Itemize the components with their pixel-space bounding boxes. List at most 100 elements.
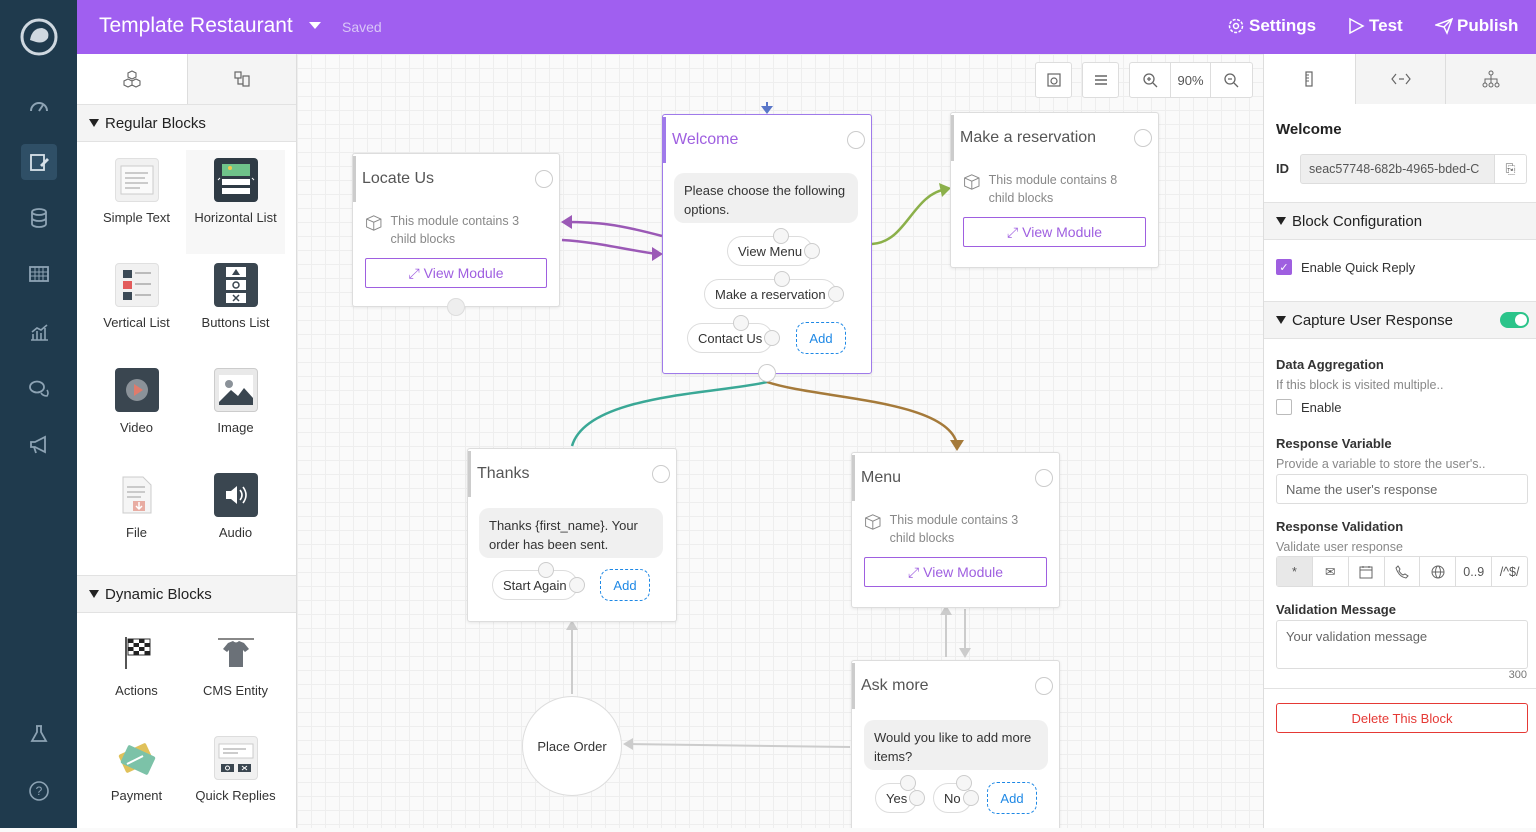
block-video[interactable]: Video bbox=[87, 360, 186, 464]
block-horizontal-list[interactable]: Horizontal List bbox=[186, 150, 285, 254]
copy-icon[interactable]: ⎘ bbox=[1494, 155, 1526, 183]
capture-response-header[interactable]: Capture User Response bbox=[1264, 301, 1536, 339]
view-module-button[interactable]: ⤢View Module bbox=[864, 557, 1047, 587]
trash-icon[interactable] bbox=[538, 562, 554, 578]
save-status: Saved bbox=[342, 19, 382, 35]
publish-button[interactable]: Publish bbox=[1435, 16, 1518, 36]
quick-reply-make-reservation[interactable]: Make a reservation bbox=[704, 271, 844, 309]
validation-regex[interactable]: /^$/ bbox=[1491, 557, 1527, 586]
validation-message-textarea[interactable]: Your validation message bbox=[1276, 620, 1528, 669]
check-circle-icon[interactable] bbox=[1134, 129, 1152, 147]
block-card-make-reservation[interactable]: Make a reservation This module contains … bbox=[950, 112, 1159, 268]
grid-icon[interactable] bbox=[25, 260, 53, 288]
connector-handle[interactable] bbox=[447, 298, 465, 316]
trash-icon[interactable] bbox=[899, 775, 916, 791]
database-icon[interactable] bbox=[25, 204, 53, 232]
message-bubble[interactable]: Would you like to add more items? bbox=[864, 720, 1048, 770]
card-title: Ask more bbox=[861, 677, 929, 694]
arrow-right-icon[interactable] bbox=[962, 790, 979, 806]
add-quick-reply-button[interactable]: Add bbox=[987, 782, 1037, 814]
arrow-right-icon[interactable] bbox=[764, 330, 781, 346]
block-card-locate-us[interactable]: Locate Us This module contains 3 child b… bbox=[352, 153, 560, 307]
block-payment[interactable]: Payment bbox=[87, 728, 186, 832]
tab-blocks[interactable] bbox=[77, 54, 187, 104]
view-module-button[interactable]: ⤢View Module bbox=[963, 217, 1146, 247]
trash-icon[interactable] bbox=[733, 315, 749, 331]
project-title[interactable]: Template Restaurant bbox=[99, 14, 293, 37]
block-card-menu[interactable]: Menu This module contains 3 child blocks… bbox=[851, 452, 1060, 608]
phone-icon[interactable] bbox=[1383, 557, 1420, 586]
block-buttons-list[interactable]: Buttons List bbox=[186, 255, 285, 359]
quick-reply-start-again[interactable]: Start Again bbox=[492, 562, 585, 600]
arrow-right-icon[interactable] bbox=[909, 790, 926, 806]
globe-icon[interactable] bbox=[1419, 557, 1455, 586]
calendar-icon[interactable] bbox=[1347, 557, 1384, 586]
logo-icon[interactable] bbox=[20, 18, 58, 56]
enable-aggregation-checkbox[interactable]: Enable bbox=[1276, 399, 1341, 415]
block-audio[interactable]: Audio bbox=[186, 465, 285, 569]
settings-button[interactable]: Settings bbox=[1227, 16, 1316, 36]
analytics-icon[interactable] bbox=[25, 318, 53, 346]
quick-reply-yes[interactable]: Yes bbox=[875, 775, 926, 813]
validation-number[interactable]: 0..9 bbox=[1455, 557, 1491, 586]
megaphone-icon[interactable] bbox=[25, 431, 53, 459]
trash-icon[interactable] bbox=[773, 228, 789, 244]
chat-icon[interactable] bbox=[25, 375, 53, 403]
id-field[interactable]: seac57748-682b-4965-bded-C⎘ bbox=[1300, 154, 1527, 184]
capture-toggle[interactable] bbox=[1500, 312, 1529, 328]
check-circle-icon[interactable] bbox=[652, 465, 670, 483]
quick-reply-view-menu[interactable]: View Menu bbox=[727, 228, 821, 266]
dynamic-blocks-header[interactable]: Dynamic Blocks bbox=[77, 575, 296, 613]
zoom-out-button[interactable] bbox=[1210, 63, 1250, 97]
quick-reply-no[interactable]: No bbox=[933, 775, 979, 813]
block-actions[interactable]: Actions bbox=[87, 623, 186, 727]
block-vertical-list[interactable]: Vertical List bbox=[87, 255, 186, 359]
block-file[interactable]: File bbox=[87, 465, 186, 569]
message-bubble[interactable]: Please choose the following options. bbox=[674, 173, 858, 223]
block-cms-entity[interactable]: CMS Entity bbox=[186, 623, 285, 727]
flow-canvas[interactable]: 90% Locate Us This module contains 3 chi… bbox=[297, 54, 1263, 828]
data-aggregation-sub: If this block is visited multiple.. bbox=[1276, 378, 1444, 392]
data-aggregation-label: Data Aggregation bbox=[1276, 357, 1384, 372]
test-button[interactable]: Test bbox=[1347, 16, 1403, 36]
connector-handle[interactable] bbox=[758, 364, 776, 382]
add-quick-reply-button[interactable]: Add bbox=[796, 322, 846, 354]
trash-icon[interactable] bbox=[955, 775, 972, 791]
screenshot-button[interactable] bbox=[1036, 63, 1071, 97]
response-variable-input[interactable]: Name the user's response bbox=[1276, 474, 1528, 504]
tab-hierarchy[interactable] bbox=[1445, 54, 1536, 104]
zoom-in-button[interactable] bbox=[1130, 63, 1170, 97]
trash-icon[interactable] bbox=[773, 271, 790, 287]
check-circle-icon[interactable] bbox=[1035, 469, 1053, 487]
layers-button[interactable] bbox=[1083, 63, 1118, 97]
block-quick-replies[interactable]: Quick Replies bbox=[186, 728, 285, 832]
tab-templates[interactable] bbox=[186, 54, 296, 104]
quick-reply-contact-us[interactable]: Contact Us bbox=[687, 315, 781, 353]
help-icon[interactable]: ? bbox=[25, 777, 53, 805]
view-module-button[interactable]: ⤢View Module bbox=[365, 258, 547, 288]
dashboard-icon[interactable] bbox=[25, 92, 53, 120]
delete-block-button[interactable]: Delete This Block bbox=[1276, 703, 1528, 733]
builder-icon[interactable] bbox=[21, 144, 57, 180]
email-icon[interactable]: ✉ bbox=[1311, 557, 1348, 586]
check-circle-icon[interactable] bbox=[1035, 677, 1053, 695]
block-image[interactable]: Image bbox=[186, 360, 285, 464]
arrow-right-icon[interactable] bbox=[827, 286, 844, 302]
message-bubble[interactable]: Thanks {first_name}. Your order has been… bbox=[479, 508, 663, 558]
arrow-right-icon[interactable] bbox=[804, 243, 821, 259]
enable-quick-reply-checkbox[interactable]: ✓Enable Quick Reply bbox=[1276, 259, 1415, 275]
chevron-down-icon[interactable] bbox=[309, 22, 321, 29]
tab-code[interactable] bbox=[1354, 54, 1446, 104]
block-simple-text[interactable]: Simple Text bbox=[87, 150, 186, 254]
block-config-header[interactable]: Block Configuration bbox=[1264, 202, 1536, 240]
flask-icon[interactable] bbox=[25, 720, 53, 748]
place-order-node[interactable]: Place Order bbox=[522, 696, 622, 796]
validation-any[interactable]: * bbox=[1277, 557, 1312, 586]
arrow-right-icon[interactable] bbox=[568, 577, 585, 593]
check-circle-icon[interactable] bbox=[847, 131, 865, 149]
check-circle-icon[interactable] bbox=[535, 170, 553, 188]
add-quick-reply-button[interactable]: Add bbox=[600, 569, 650, 601]
regular-blocks-header[interactable]: Regular Blocks bbox=[77, 104, 296, 142]
tab-properties[interactable] bbox=[1264, 54, 1355, 104]
ruler-icon bbox=[1305, 71, 1313, 87]
